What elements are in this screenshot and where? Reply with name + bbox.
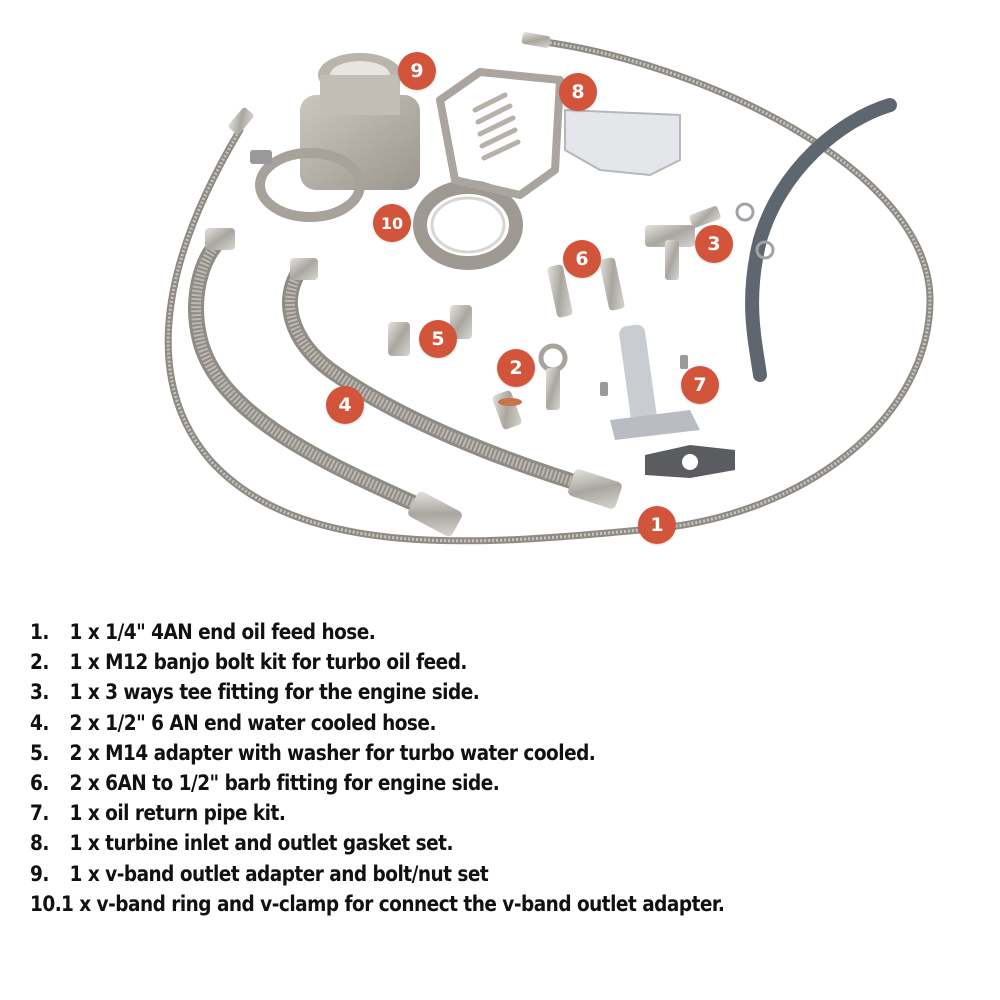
barb-fittings [547,257,625,318]
item-text: 1 x v-band outlet adapter and bolt/nut s… [69,861,489,887]
m14-adapters [388,305,472,356]
parts-list-item: 7. 1 x oil return pipe kit. [30,799,724,829]
callout-badge-2: 2 [497,349,535,387]
item-text: 2 x 6AN to 1/2" barb fitting for engine … [69,771,500,797]
item-number: 8. [30,831,49,857]
hose-clip [755,240,775,260]
item-text: 1 x M12 banjo bolt kit for turbo oil fee… [69,650,468,676]
vband-ring [413,180,523,270]
parts-list-item: 8. 1 x turbine inlet and outlet gasket se… [30,829,724,859]
vband-outlet-adapter [300,53,420,190]
item-number: 1. [30,620,49,645]
parts-list-item: 10.1 x v-band ring and v-clamp for conne… [30,890,725,920]
water-hose-left [188,232,448,523]
item-text: 1 x turbine inlet and outlet gasket set. [69,831,454,857]
hose-clip [735,202,755,222]
oil-return-pipe [610,324,700,440]
callout-badge-1: 1 [638,506,676,544]
banjo-bolt-kit [492,343,608,430]
turbine-gasket [436,68,564,199]
callout-badge-9: 9 [398,52,436,90]
parts-list-item: 9. 1 x v-band outlet adapter and bolt/nut… [30,860,724,890]
item-number: 5. [30,740,49,766]
flat-gasket [564,108,681,177]
product-photo: 1 2 3 4 5 6 7 8 9 10 [164,32,934,545]
parts-list-item: 6. 2 x 6AN to 1/2" barb fitting for engin… [30,769,724,799]
item-number: 4. [30,710,49,736]
rubber-hose [745,98,897,382]
parts-illustration [164,32,934,545]
item-number: 3. [30,680,49,706]
parts-list-item: 3. 1 x 3 ways tee fitting for the engine … [30,678,724,708]
callout-badge-8: 8 [559,73,597,111]
callout-badge-10: 10 [373,204,411,242]
parts-list: 1. 1 x 1/4" 4AN end oil feed hose. 2. 1 x … [30,618,837,920]
item-number: 2. [30,650,49,676]
callout-badge-7: 7 [681,366,719,404]
callout-badge-3: 3 [695,225,733,263]
callout-badge-6: 6 [563,240,601,278]
item-text: 1 x 3 ways tee fitting for the engine si… [69,680,480,706]
item-text: 2 x M14 adapter with washer for turbo wa… [69,740,596,766]
tee-fitting [645,206,721,280]
item-text: 1 x oil return pipe kit. [69,801,286,827]
item-number: 10. [30,891,62,917]
parts-list-item: 1. 1 x 1/4" 4AN end oil feed hose. [30,618,724,648]
item-number: 7. [30,801,49,827]
parts-list-item: 2. 1 x M12 banjo bolt kit for turbo oil f… [30,648,724,678]
item-number: 6. [30,771,49,797]
vband-clamp [250,148,365,222]
callout-badge-5: 5 [419,320,457,358]
item-number: 9. [30,861,49,887]
item-text: 2 x 1/2" 6 AN end water cooled hose. [69,710,437,736]
parts-list-item: 4. 2 x 1/2" 6 AN end water cooled hose. [30,709,724,739]
item-text: 1 x v-band ring and v-clamp for connect … [60,891,725,917]
parts-list-item: 5. 2 x M14 adapter with washer for turbo … [30,739,724,769]
callout-badge-4: 4 [326,386,364,424]
item-text: 1 x 1/4" 4AN end oil feed hose. [69,620,376,645]
